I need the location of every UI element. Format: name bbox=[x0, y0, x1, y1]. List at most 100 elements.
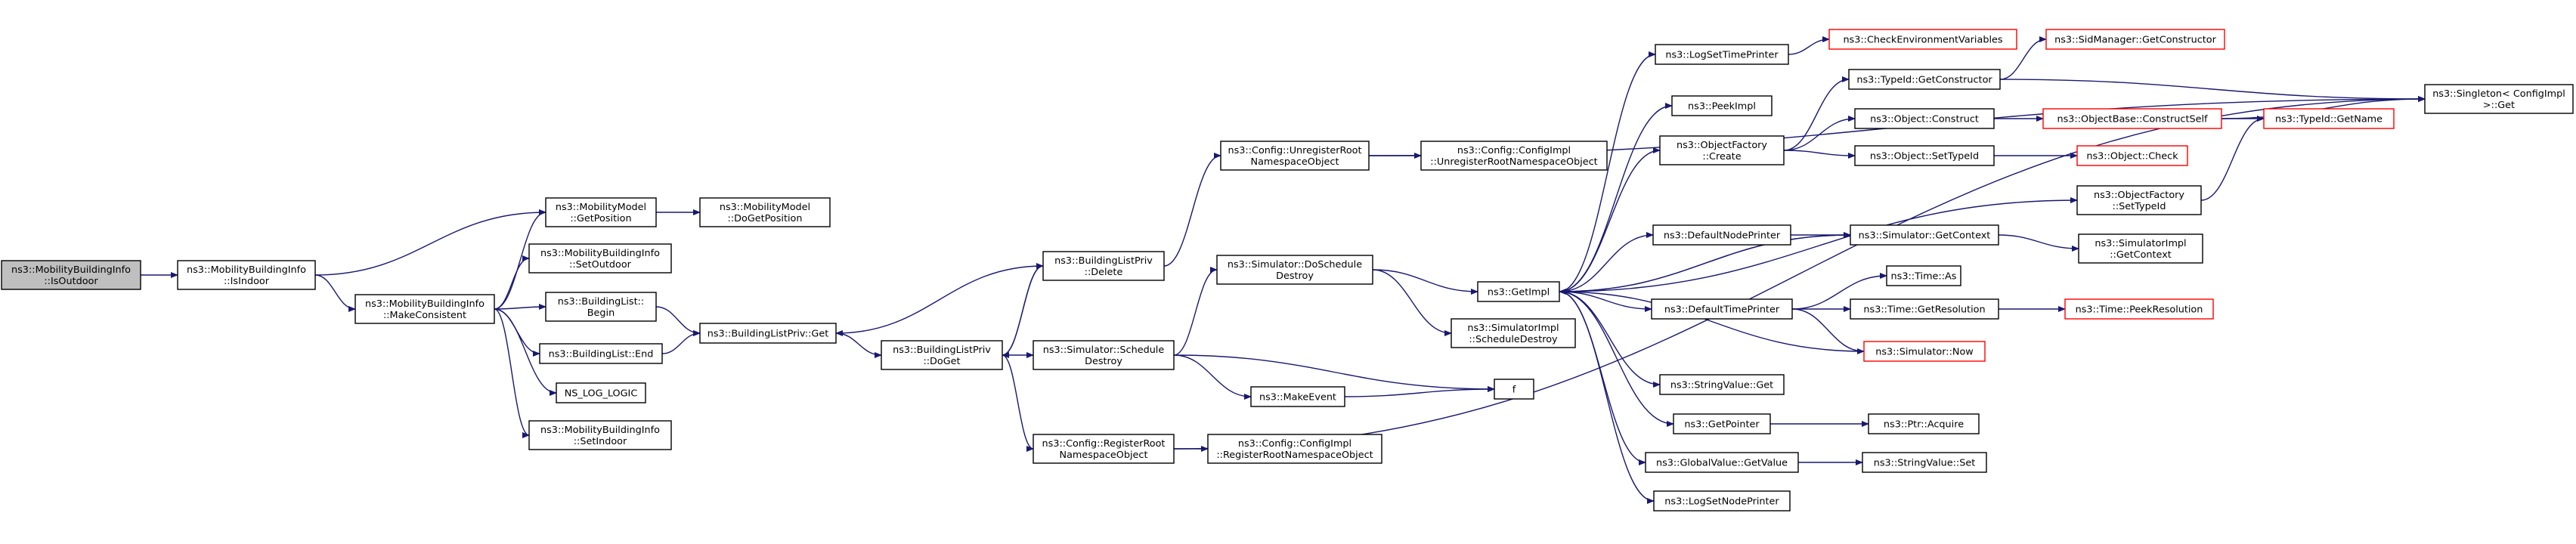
node-objbaseconstruct[interactable]: ns3::ObjectBase::ConstructSelf bbox=[2042, 108, 2222, 129]
node-setindoor[interactable]: ns3::MobilityBuildingInfo::SetIndoor bbox=[528, 420, 672, 450]
node-objfactcreate[interactable]: ns3::ObjectFactory::Create bbox=[1659, 135, 1785, 165]
node-box[interactable] bbox=[1451, 318, 1576, 348]
node-box[interactable] bbox=[1862, 452, 1987, 473]
node-ptracquire[interactable]: ns3::Ptr::Acquire bbox=[1868, 413, 1980, 434]
node-box[interactable] bbox=[1216, 255, 1373, 285]
node-box[interactable] bbox=[1645, 452, 1799, 473]
node-getpointer[interactable]: ns3::GetPointer bbox=[1673, 413, 1771, 434]
node-objconstruct[interactable]: ns3::Object::Construct bbox=[1854, 108, 1995, 129]
node-box[interactable] bbox=[881, 340, 1003, 370]
node-typeidgetctor[interactable]: ns3::TypeId::GetConstructor bbox=[1848, 69, 2001, 90]
node-box[interactable] bbox=[355, 294, 495, 324]
node-box[interactable] bbox=[1863, 341, 1986, 362]
node-objfactsettypeid[interactable]: ns3::ObjectFactory::SetTypeId bbox=[2076, 185, 2202, 215]
node-box[interactable] bbox=[1033, 340, 1175, 370]
node-setoutdoor[interactable]: ns3::MobilityBuildingInfo::SetOutdoor bbox=[528, 243, 672, 274]
node-box[interactable] bbox=[1250, 386, 1345, 407]
node-box[interactable] bbox=[1420, 141, 1608, 171]
node-box[interactable] bbox=[1671, 95, 1773, 116]
node-f[interactable]: f bbox=[1494, 379, 1534, 400]
node-box[interactable] bbox=[1042, 251, 1165, 281]
node-cfgreg[interactable]: ns3::Config::ConfigImpl::RegisterRootNam… bbox=[1207, 434, 1382, 464]
node-stringvalset[interactable]: ns3::StringValue::Set bbox=[1862, 452, 1987, 473]
node-box[interactable] bbox=[699, 323, 837, 344]
node-objcheck[interactable]: ns3::Object::Check bbox=[2076, 145, 2188, 166]
node-box[interactable] bbox=[528, 420, 672, 450]
node-box[interactable] bbox=[1659, 135, 1785, 165]
node-box[interactable] bbox=[2076, 145, 2188, 166]
node-box[interactable] bbox=[1868, 413, 1980, 434]
node-box[interactable] bbox=[1850, 298, 1999, 320]
node-peekimpl[interactable]: ns3::PeekImpl bbox=[1671, 95, 1773, 116]
node-blpdelete[interactable]: ns3::BuildingListPriv::Delete bbox=[1042, 251, 1165, 281]
node-box[interactable] bbox=[2045, 29, 2225, 50]
node-box[interactable] bbox=[1886, 265, 1961, 286]
node-unregroot[interactable]: ns3::Config::UnregisterRootNamespaceObje… bbox=[1220, 141, 1370, 171]
node-box[interactable] bbox=[1828, 29, 2017, 50]
node-isindoor[interactable]: ns3::MobilityBuildingInfo::IsIndoor bbox=[177, 260, 316, 290]
node-box[interactable] bbox=[2263, 108, 2395, 129]
node-box[interactable] bbox=[699, 197, 831, 227]
node-simimplgetctx[interactable]: ns3::SimulatorImpl::GetContext bbox=[2078, 233, 2203, 264]
node-logsettime[interactable]: ns3::LogSetTimePrinter bbox=[1655, 44, 1789, 65]
node-box[interactable] bbox=[2064, 298, 2214, 320]
node-box[interactable] bbox=[1033, 434, 1175, 464]
node-box[interactable] bbox=[1220, 141, 1370, 171]
node-makeevent[interactable]: ns3::MakeEvent bbox=[1250, 386, 1345, 407]
node-timepeekres[interactable]: ns3::Time::PeekResolution bbox=[2064, 298, 2214, 320]
node-box[interactable] bbox=[1494, 379, 1534, 400]
node-box[interactable] bbox=[1653, 490, 1791, 512]
node-simgetcontext[interactable]: ns3::Simulator::GetContext bbox=[1850, 224, 1999, 246]
node-blpget[interactable]: ns3::BuildingListPriv::Get bbox=[699, 323, 837, 344]
node-getposition[interactable]: ns3::MobilityModel::GetPosition bbox=[545, 197, 657, 227]
node-box[interactable] bbox=[1651, 298, 1793, 320]
node-box[interactable] bbox=[1850, 224, 1999, 246]
node-timeas[interactable]: ns3::Time::As bbox=[1886, 265, 1961, 286]
node-box[interactable] bbox=[1, 260, 141, 290]
node-box[interactable] bbox=[177, 260, 316, 290]
node-box[interactable] bbox=[1854, 108, 1995, 129]
node-regroot[interactable]: ns3::Config::RegisterRootNamespaceObject bbox=[1033, 434, 1175, 464]
node-box[interactable] bbox=[1477, 281, 1560, 302]
node-makeconsistent[interactable]: ns3::MobilityBuildingInfo::MakeConsisten… bbox=[355, 294, 495, 324]
node-box[interactable] bbox=[1854, 145, 1995, 166]
node-stringvalget[interactable]: ns3::StringValue::Get bbox=[1659, 374, 1785, 395]
node-box[interactable] bbox=[545, 292, 657, 322]
node-box[interactable] bbox=[2424, 84, 2574, 114]
node-logsetnode[interactable]: ns3::LogSetNodePrinter bbox=[1653, 490, 1791, 512]
node-nslog[interactable]: NS_LOG_LOGIC bbox=[556, 382, 646, 403]
node-timegetres[interactable]: ns3::Time::GetResolution bbox=[1850, 298, 1999, 320]
node-getimpl[interactable]: ns3::GetImpl bbox=[1477, 281, 1560, 302]
node-singleton[interactable]: ns3::Singleton< ConfigImpl>::Get bbox=[2424, 84, 2574, 114]
node-blbegin[interactable]: ns3::BuildingList::Begin bbox=[545, 292, 657, 322]
node-simimplsched[interactable]: ns3::SimulatorImpl::ScheduleDestroy bbox=[1451, 318, 1576, 348]
node-dogetposition[interactable]: ns3::MobilityModel::DoGetPosition bbox=[699, 197, 831, 227]
node-box[interactable] bbox=[545, 197, 657, 227]
node-blpdoget[interactable]: ns3::BuildingListPriv::DoGet bbox=[881, 340, 1003, 370]
node-typeidgetname[interactable]: ns3::TypeId::GetName bbox=[2263, 108, 2395, 129]
node-sidmanager[interactable]: ns3::SidManager::GetConstructor bbox=[2045, 29, 2225, 50]
node-box[interactable] bbox=[539, 343, 663, 364]
node-box[interactable] bbox=[556, 382, 646, 403]
node-defnodeprinter[interactable]: ns3::DefaultNodePrinter bbox=[1652, 224, 1791, 246]
node-box[interactable] bbox=[2078, 233, 2203, 264]
node-blend[interactable]: ns3::BuildingList::End bbox=[539, 343, 663, 364]
node-scheddestroy[interactable]: ns3::Simulator::ScheduleDestroy bbox=[1033, 340, 1175, 370]
node-box[interactable] bbox=[1659, 374, 1785, 395]
node-box[interactable] bbox=[1652, 224, 1791, 246]
node-deftimeprinter[interactable]: ns3::DefaultTimePrinter bbox=[1651, 298, 1793, 320]
node-globalvalget[interactable]: ns3::GlobalValue::GetValue bbox=[1645, 452, 1799, 473]
node-box[interactable] bbox=[2076, 185, 2202, 215]
node-cfgunreg[interactable]: ns3::Config::ConfigImpl::UnregisterRootN… bbox=[1420, 141, 1608, 171]
node-box[interactable] bbox=[1655, 44, 1789, 65]
node-checkenv[interactable]: ns3::CheckEnvironmentVariables bbox=[1828, 29, 2017, 50]
node-simnow[interactable]: ns3::Simulator::Now bbox=[1863, 341, 1986, 362]
node-box[interactable] bbox=[1207, 434, 1382, 464]
node-box[interactable] bbox=[1673, 413, 1771, 434]
node-objsettypeid[interactable]: ns3::Object::SetTypeId bbox=[1854, 145, 1995, 166]
node-box[interactable] bbox=[528, 243, 672, 274]
node-box[interactable] bbox=[2042, 108, 2222, 129]
node-box[interactable] bbox=[1848, 69, 2001, 90]
node-isoutdoor[interactable]: ns3::MobilityBuildingInfo::IsOutdoor bbox=[1, 260, 141, 290]
